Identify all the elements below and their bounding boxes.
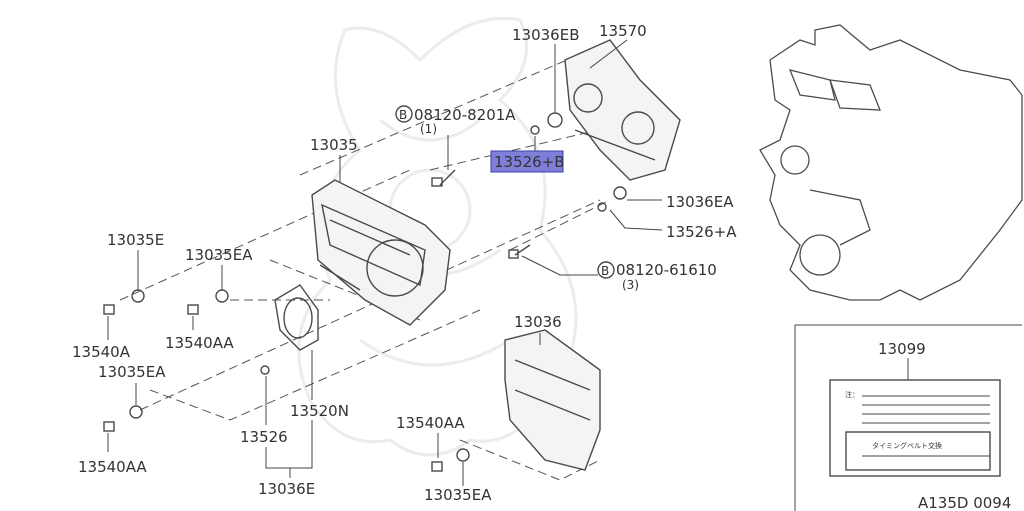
- collar-13526B[interactable]: [530, 125, 540, 135]
- label-08120-8201A[interactable]: 08120-8201A: [414, 106, 516, 124]
- bolt-13540AA-left[interactable]: [103, 421, 115, 432]
- highlight-box-13526B[interactable]: [490, 150, 564, 173]
- label-13035E[interactable]: 13035E: [107, 231, 164, 249]
- label-13540AA-top[interactable]: 13540AA: [165, 334, 234, 352]
- label-note: 注：: [845, 390, 859, 399]
- label-13036[interactable]: 13036: [514, 313, 562, 331]
- bolt-symbol-mid: B: [597, 261, 615, 279]
- label-13035[interactable]: 13035: [310, 136, 358, 154]
- label-13036EB[interactable]: 13036EB: [512, 26, 580, 44]
- label-13526A[interactable]: 13526+A: [666, 223, 737, 241]
- bolt-13540AA-top[interactable]: [187, 304, 199, 315]
- leader-lines: [107, 39, 663, 486]
- label-13035EA-left[interactable]: 13035EA: [98, 363, 166, 381]
- svg-text:B: B: [601, 264, 609, 278]
- label-qty-1: (1): [420, 122, 437, 136]
- rear-cover-13570[interactable]: [564, 39, 681, 181]
- label-13520N[interactable]: 13520N: [290, 402, 349, 420]
- grommet-13035EA-bottom[interactable]: [456, 448, 470, 462]
- label-qty-3: (3): [622, 278, 639, 292]
- diagram-code: A135D 0094: [918, 494, 1011, 511]
- grommet-13035EA-top[interactable]: [215, 289, 229, 303]
- seal-13526[interactable]: [260, 365, 270, 375]
- label-13099-box: [794, 324, 1022, 511]
- lower-cover-13036[interactable]: [504, 329, 601, 471]
- grommet-13035EA-left[interactable]: [129, 405, 143, 419]
- label-13035EA-top[interactable]: 13035EA: [185, 246, 253, 264]
- engine-block: [759, 24, 1023, 301]
- collar-13526A[interactable]: [597, 202, 607, 212]
- label-13036E[interactable]: 13036E: [258, 480, 315, 498]
- bolt-08120-8201A[interactable]: [431, 169, 456, 187]
- bolt-08120-61610[interactable]: [508, 244, 531, 259]
- bolt-symbol-top: B: [395, 105, 413, 123]
- label-13540AA-bottom[interactable]: 13540AA: [396, 414, 465, 432]
- label-13099[interactable]: 13099: [878, 340, 926, 358]
- gasket-13520N[interactable]: [274, 284, 319, 351]
- label-13540A[interactable]: 13540A: [72, 343, 131, 361]
- timing-cover-13035[interactable]: [311, 179, 451, 326]
- label-13570[interactable]: 13570: [599, 22, 647, 40]
- grommet-13036EB[interactable]: [547, 112, 563, 128]
- bolt-13540A[interactable]: [103, 304, 115, 315]
- svg-text:B: B: [399, 108, 407, 122]
- label-13526B-highlighted[interactable]: 13526+B: [494, 153, 565, 171]
- label-13035EA-bottom[interactable]: 13035EA: [424, 486, 492, 504]
- grommet-13036EA-right[interactable]: [613, 186, 627, 200]
- label-13036EA-right[interactable]: 13036EA: [666, 193, 734, 211]
- label-timing-belt-text: タイミングベルト交換: [872, 441, 942, 450]
- label-08120-61610[interactable]: 08120-61610: [616, 261, 717, 279]
- label-13526[interactable]: 13526: [240, 428, 288, 446]
- bolt-13540AA-bottom[interactable]: [431, 461, 443, 472]
- label-13540AA-left[interactable]: 13540AA: [78, 458, 147, 476]
